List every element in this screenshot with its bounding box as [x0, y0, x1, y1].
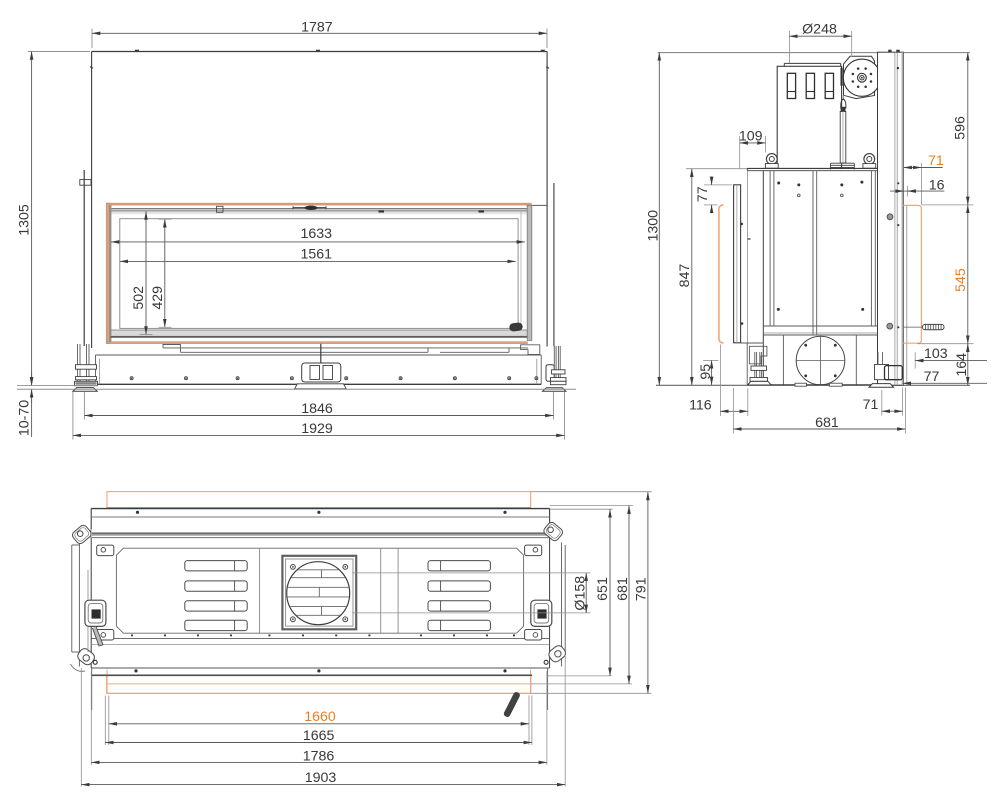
svg-text:1903: 1903 — [305, 770, 337, 786]
svg-text:10-70: 10-70 — [17, 400, 33, 436]
svg-text:502: 502 — [131, 286, 147, 310]
svg-text:164: 164 — [954, 353, 970, 377]
svg-text:847: 847 — [677, 264, 693, 288]
svg-text:103: 103 — [924, 346, 948, 362]
svg-text:1561: 1561 — [301, 246, 333, 262]
svg-text:651: 651 — [595, 577, 611, 601]
svg-text:71: 71 — [928, 153, 944, 169]
svg-text:1787: 1787 — [301, 20, 333, 36]
svg-text:545: 545 — [953, 268, 969, 292]
svg-text:77: 77 — [924, 369, 940, 385]
svg-text:71: 71 — [863, 397, 879, 413]
svg-text:109: 109 — [739, 129, 763, 145]
svg-text:596: 596 — [953, 116, 969, 140]
svg-text:791: 791 — [633, 577, 649, 601]
svg-text:1660: 1660 — [304, 709, 336, 725]
svg-text:77: 77 — [695, 186, 711, 202]
svg-text:1929: 1929 — [301, 421, 333, 437]
svg-text:1305: 1305 — [16, 204, 32, 236]
svg-text:1665: 1665 — [303, 728, 335, 744]
svg-text:95: 95 — [698, 364, 714, 380]
svg-text:116: 116 — [689, 397, 712, 413]
svg-text:16: 16 — [929, 178, 945, 194]
svg-text:Ø158: Ø158 — [572, 576, 588, 611]
svg-text:429: 429 — [150, 286, 166, 310]
svg-text:1300: 1300 — [645, 210, 661, 242]
svg-text:1846: 1846 — [301, 401, 333, 417]
svg-text:681: 681 — [615, 577, 631, 601]
svg-text:1633: 1633 — [301, 226, 333, 242]
svg-text:681: 681 — [815, 415, 839, 431]
svg-text:1786: 1786 — [303, 748, 335, 764]
svg-text:Ø248: Ø248 — [802, 22, 837, 38]
